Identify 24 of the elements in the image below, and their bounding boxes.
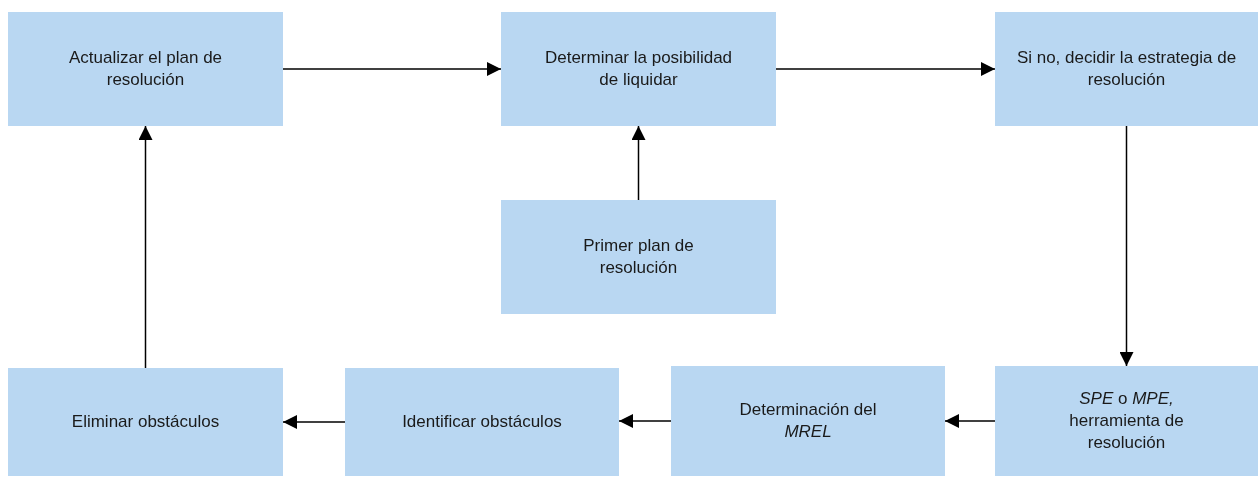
process-box: [8, 12, 283, 126]
process-box: [995, 366, 1258, 476]
box-label: Determinación del MREL: [738, 399, 878, 443]
process-box: [995, 12, 1258, 126]
process-box: [501, 12, 776, 126]
arrow: [282, 415, 346, 429]
arrow: [775, 62, 996, 76]
process-box: [8, 368, 283, 476]
box-label: Primer plan de resolución: [582, 235, 695, 279]
arrow: [138, 125, 153, 369]
arrow: [618, 414, 672, 428]
box-label: SPE o MPE, herramienta de resolución: [1068, 388, 1185, 454]
box-label: Determinar la posibilidad de liquidar: [543, 47, 734, 91]
box-label: Identificar obstáculos: [402, 411, 562, 433]
arrow: [631, 125, 646, 201]
arrow: [282, 62, 502, 76]
box-label: Actualizar el plan de resolución: [67, 47, 224, 91]
process-box: [501, 200, 776, 314]
box-label: Si no, decidir la estrategia de resolución: [1015, 47, 1238, 91]
arrow: [944, 414, 996, 428]
box-label: Eliminar obstáculos: [71, 411, 220, 433]
process-box: [345, 368, 619, 476]
arrow: [1119, 125, 1134, 367]
process-box: [671, 366, 945, 476]
